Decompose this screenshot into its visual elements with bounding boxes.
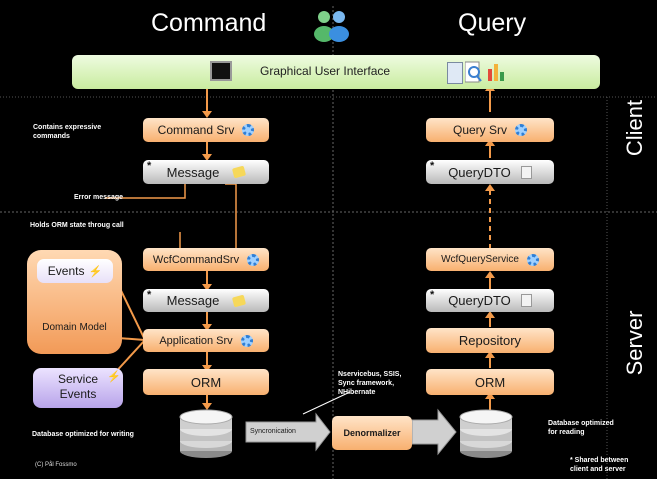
denormalizer-box: Denormalizer — [332, 416, 412, 450]
message-to-wcf-line — [225, 183, 237, 252]
users-icon — [312, 8, 352, 42]
wcf-command-srv-label: WcfCommandSrv — [152, 253, 240, 266]
wcf-query-service-box: WcfQueryService — [426, 248, 554, 271]
sync-tools-note: Nservicebus, SSIS, Sync framework, NHibe… — [338, 370, 401, 397]
note-shared-line1: * Shared between — [570, 457, 629, 464]
server-label: Server — [622, 310, 647, 376]
gear-icon — [515, 124, 527, 136]
service-events-line1: Service — [57, 372, 98, 386]
shared-marker: * — [147, 289, 152, 301]
note-db-writing: Database optimized for writing — [32, 431, 134, 438]
query-dto-label: QueryDTO — [448, 164, 511, 180]
lightning-icon: ⚡ — [88, 265, 103, 278]
document-icon — [520, 294, 532, 307]
wcf-query-service-label: WcfQueryService — [441, 254, 519, 265]
document-icon — [520, 165, 532, 179]
note-expressive-commands: Contains expressive commands — [33, 124, 102, 140]
service-events-line2: Events — [59, 387, 97, 401]
message-label: Message — [166, 293, 220, 308]
tools-pointer — [302, 391, 351, 415]
application-srv-label: Application Srv — [159, 334, 233, 347]
read-database-icon — [456, 407, 516, 464]
domain-model-box: Events ⚡ Domain Model — [27, 250, 122, 354]
gear-icon — [247, 253, 260, 266]
query-title: Query — [458, 9, 527, 37]
note-shared: * Shared between client and server — [570, 456, 628, 474]
envelope-icon — [232, 294, 247, 307]
events-label: Events — [47, 264, 85, 278]
note-shared-line2: client and server — [570, 466, 626, 473]
sync-tools-line2: Sync framework, — [338, 380, 395, 387]
denormalizer-arrow — [411, 408, 457, 456]
lightning-icon: ⚡ — [107, 371, 121, 383]
client-label: Client — [622, 99, 647, 157]
message-box-server: * Message — [143, 289, 269, 312]
chart-icon — [487, 61, 505, 81]
sync-arrow — [245, 412, 331, 452]
copyright: (C) Pål Fossmo — [35, 462, 77, 468]
write-database-icon — [176, 407, 236, 464]
note-db-reading-line1: Database optimized — [548, 420, 614, 427]
orm-query-box: ORM — [426, 369, 554, 395]
gear-icon — [526, 253, 539, 266]
command-srv-box: Command Srv — [143, 118, 269, 142]
orm-command-box: ORM — [143, 369, 269, 395]
repository-box: Repository — [426, 328, 554, 353]
query-srv-box: Query Srv — [426, 118, 554, 142]
shared-marker: * — [147, 160, 152, 172]
sync-label: Syncronication — [250, 428, 296, 435]
query-dto-label: QueryDTO — [448, 293, 511, 308]
gear-icon — [242, 124, 255, 136]
query-dto-box-server: * QueryDTO — [426, 289, 554, 312]
command-srv-label: Command Srv — [157, 123, 235, 137]
query-dto-box: * QueryDTO — [426, 160, 554, 184]
gui-bar: Graphical User Interface — [72, 55, 600, 89]
message-label: Message — [166, 164, 220, 180]
message-box: * Message — [143, 160, 269, 184]
note-orm-state: Holds ORM state throug call — [30, 222, 124, 229]
query-srv-label: Query Srv — [452, 123, 507, 137]
gui-label: Graphical User Interface — [260, 64, 391, 78]
magnifier-icon — [464, 61, 482, 83]
note-db-reading: Database optimized for reading — [548, 419, 614, 437]
gear-icon — [240, 334, 253, 347]
service-events-box: Service Events ⚡ — [33, 368, 123, 408]
error-message-line — [105, 184, 186, 199]
note-error-message: Error message — [74, 194, 124, 201]
note-db-reading-line2: for reading — [548, 429, 585, 436]
console-icon — [210, 61, 232, 81]
command-title: Command — [151, 9, 267, 37]
sync-tools-line1: Nservicebus, SSIS, — [338, 371, 402, 378]
shared-marker: * — [430, 160, 435, 172]
domain-model-label: Domain Model — [42, 322, 107, 333]
document-icon — [447, 62, 463, 84]
shared-marker: * — [430, 289, 435, 301]
sync-tools-line3: NHibernate — [338, 389, 376, 396]
application-srv-box: Application Srv — [143, 329, 269, 352]
wcf-command-srv-box: WcfCommandSrv — [143, 248, 269, 271]
events-box: Events ⚡ — [37, 259, 113, 283]
envelope-icon — [232, 165, 247, 179]
